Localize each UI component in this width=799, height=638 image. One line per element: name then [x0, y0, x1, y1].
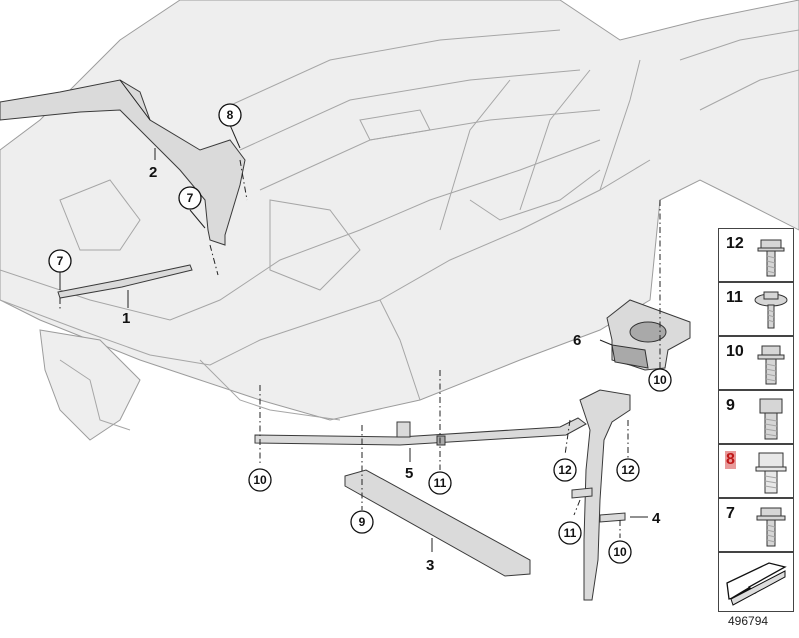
callout-11-upper: 11 [428, 471, 452, 495]
bolt-hex-icon [759, 398, 783, 440]
label-2: 2 [149, 164, 157, 181]
legend-number: 7 [726, 505, 735, 522]
vehicle-body-background [0, 0, 799, 441]
legend-number: 11 [726, 289, 743, 306]
svg-text:10: 10 [653, 373, 667, 387]
part-2-strut-brace [0, 79, 246, 246]
leader-lines [59, 124, 648, 552]
label-4: 4 [652, 510, 661, 527]
bolt-hex-large-icon [755, 452, 787, 494]
legend-number: 12 [726, 235, 744, 252]
document-number: 496794 [728, 614, 769, 628]
callout-8: 8 [218, 103, 242, 127]
svg-text:11: 11 [564, 526, 577, 540]
callout-11-lower: 11 [558, 521, 582, 545]
assembly-lines [59, 159, 661, 538]
svg-text:8: 8 [227, 108, 234, 122]
svg-text:9: 9 [359, 515, 366, 529]
label-3: 3 [426, 557, 434, 574]
part-labels: 1 2 3 4 5 6 [122, 164, 661, 574]
label-6: 6 [573, 332, 581, 349]
callout-10-left: 10 [248, 468, 272, 492]
legend-row-9[interactable]: 9 [718, 390, 794, 444]
svg-text:7: 7 [187, 191, 194, 205]
callout-12-right: 12 [616, 458, 640, 482]
svg-text:10: 10 [253, 473, 267, 487]
part-5-bar [254, 417, 587, 446]
bolt-torx-icon [756, 507, 786, 547]
orientation-arrow-icon [726, 562, 787, 606]
part-6-bracket [606, 299, 691, 371]
bolt-flange-icon [757, 239, 785, 277]
callout-10-right: 10 [648, 368, 672, 392]
svg-text:12: 12 [621, 463, 635, 477]
callout-7-lower: 7 [48, 249, 72, 273]
callout-7-upper: 7 [178, 186, 202, 210]
label-1: 1 [122, 310, 130, 327]
legend-number-highlighted: 8 [725, 451, 736, 469]
callouts: 7 7 8 9 10 10 10 11 [48, 103, 672, 564]
svg-text:10: 10 [613, 545, 627, 559]
callout-10-bottom: 10 [608, 540, 632, 564]
legend-row-12[interactable]: 12 [718, 228, 794, 282]
callout-9: 9 [350, 510, 374, 534]
callout-12-left: 12 [553, 458, 577, 482]
svg-text:11: 11 [434, 476, 447, 490]
bolt-hex-flange-icon [757, 345, 785, 385]
part-3-plate [344, 469, 531, 577]
svg-text:12: 12 [558, 463, 572, 477]
legend-row-7[interactable]: 7 [718, 498, 794, 552]
legend-number: 10 [726, 343, 744, 360]
legend-number: 9 [726, 397, 735, 414]
legend-row-8[interactable]: 8 [718, 444, 794, 498]
svg-text:7: 7 [57, 254, 64, 268]
legend-row-10[interactable]: 10 [718, 336, 794, 390]
legend-orientation [718, 552, 794, 612]
bolt-washer-icon [754, 291, 788, 329]
part-4-bracket [571, 389, 631, 601]
label-5: 5 [405, 465, 413, 482]
legend-row-11[interactable]: 11 [718, 282, 794, 336]
fastener-legend: 12 11 10 9 8 [718, 228, 796, 614]
